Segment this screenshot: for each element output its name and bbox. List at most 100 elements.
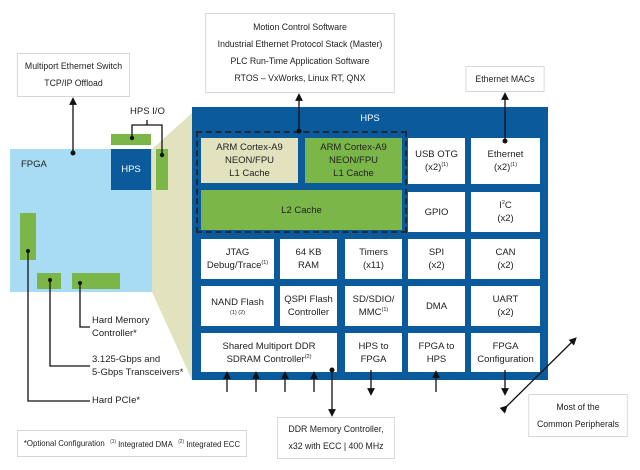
jtag-line2: Debug/Trace(1) (207, 259, 268, 272)
can-cell: CAN (x2) (471, 239, 540, 279)
cpu1-line3: L1 Cache (333, 168, 374, 179)
fpga-to-hps-cell: FPGA to HPS (408, 333, 465, 372)
spi-line2: (x2) (428, 260, 445, 271)
callout-hard-pcie: Hard PCIe* (92, 395, 141, 406)
callout-transceivers-line1: 3.125-Gbps and (92, 354, 161, 365)
nand-line1: NAND Flash (211, 296, 264, 308)
l2-cache: L2 Cache (201, 190, 402, 230)
can-line2: (x2) (497, 260, 514, 271)
hps-io-label: HPS I/O (130, 106, 165, 117)
sd-line1: SD/SDIO/ (352, 294, 395, 305)
i2c-cell: I2C (x2) (471, 192, 540, 232)
i2c-c: C (504, 200, 512, 211)
ethernet-macs-label: Ethernet MACs (475, 73, 535, 85)
fpga-hps-label: HPS (121, 164, 141, 175)
callout-line-pcie (27, 251, 90, 402)
cpu0-line3: L1 Cache (229, 168, 270, 179)
usb-footnote: (1) (441, 161, 449, 168)
f2h-line2: HPS (426, 353, 447, 365)
cpu-core-1: ARM Cortex-A9 NEON/FPU L1 Cache (305, 138, 402, 183)
nand-footnote: (1) (2) (230, 309, 245, 316)
callout-transceivers: 3.125-Gbps and 5-Gbps Transceivers* (92, 353, 183, 379)
ethernet-count: (x2) (493, 162, 511, 173)
peripherals-line1: Most of the (556, 401, 600, 413)
legend-dma-mark: (1) (110, 439, 116, 446)
hps-io-dot-side (159, 152, 165, 158)
sdram-line2: SDRAM Controller(2) (227, 353, 312, 366)
callout-transceivers-line2: 5-Gbps Transceivers* (92, 367, 184, 378)
spi-line1: SPI (428, 247, 445, 258)
switch-line-1: Multiport Ethernet Switch (24, 61, 123, 72)
timers-line1: Timers (359, 247, 388, 258)
cpu-cluster-boundary (196, 131, 407, 233)
jtag-text: Debug/Trace (206, 260, 262, 271)
qspi-cell: QSPI Flash Controller (280, 286, 337, 326)
gpio-label: GPIO (424, 206, 449, 218)
dma-label: DMA (425, 300, 448, 312)
cpu-core-0: ARM Cortex-A9 NEON/FPU L1 Cache (201, 138, 298, 183)
legend-dma-text: Integrated DMA (118, 438, 173, 449)
timers-cell: Timers (x11) (345, 239, 402, 279)
i2c-i: I (499, 200, 502, 211)
usb-line1: USB OTG (415, 149, 458, 160)
legend-ecc-text: Integrated ECC (186, 438, 241, 449)
peripherals-connector (499, 337, 577, 414)
uart-cell: UART (x2) (471, 286, 540, 326)
software-line-4: RTOS – VxWorks, Linux RT, QNX (234, 73, 366, 84)
legend-optional: *Optional Configuration (23, 438, 105, 448)
sdram-footnote: (2) (304, 353, 312, 360)
callout-hard-memory-line1: Hard Memory (92, 315, 150, 326)
nand-cell: NAND Flash (1) (2) (201, 286, 274, 326)
qspi-line1: QSPI Flash (284, 294, 333, 305)
ram-line1: 64 KB (295, 247, 322, 258)
dma-cell: DMA (408, 286, 465, 326)
h2f-line2: FPGA (360, 353, 387, 365)
cpu1-line1: ARM Cortex-A9 (320, 142, 387, 153)
legend-ecc-mark: (2) (178, 439, 185, 446)
hps-io-dot-top (129, 135, 135, 141)
ethernet-cell: Ethernet (x2)(1) (471, 138, 540, 184)
switch-dot (70, 150, 76, 156)
cpu0-line2: NEON/FPU (224, 155, 275, 166)
callout-line-mem (79, 283, 90, 328)
hard-memory-block (72, 273, 120, 289)
software-line-1: Motion Control Software (253, 22, 347, 33)
callout-line-xcvr (49, 280, 90, 367)
cpu1-line2: NEON/FPU (328, 155, 379, 166)
sd-text: MMC (358, 307, 382, 318)
sdram-line1: Shared Multiport DDR (222, 340, 316, 352)
callout-hard-memory: Hard Memory Controller* (92, 314, 150, 340)
l2-cache-label: L2 Cache (281, 204, 322, 216)
ddr-line2: x32 with ECC | 400 MHz (288, 441, 384, 452)
can-line1: CAN (495, 247, 516, 258)
jtag-footnote: (1) (261, 259, 269, 266)
gpio-cell: GPIO (408, 192, 465, 232)
usb-line2: (x2)(1) (425, 161, 448, 174)
sd-line2: MMC(1) (359, 306, 388, 319)
software-line-3: PLC Run-Time Application Software (230, 56, 370, 67)
xcvr-dot (48, 278, 52, 282)
i2c-count: (x2) (497, 213, 514, 224)
uart-line1: UART (492, 294, 519, 305)
i2c-sup: 2 (501, 199, 505, 206)
fpga-label: FPGA (21, 159, 47, 170)
switch-line-2: TCP/IP Offload (44, 78, 103, 89)
usb-count: (x2) (424, 162, 442, 173)
software-line-2: Industrial Ethernet Protocol Stack (Mast… (217, 39, 383, 50)
legend-box: *Optional Configuration (1) Integrated D… (17, 430, 247, 457)
sdram-text: SDRAM Controller (226, 353, 305, 365)
ethernet-footnote: (1) (510, 161, 518, 168)
legend-dma: (1) Integrated DMA (110, 434, 173, 453)
cpu0-line1: ARM Cortex-A9 (216, 142, 283, 153)
hard-pcie-block (20, 213, 36, 260)
ethernet-line2: (x2)(1) (494, 161, 517, 174)
sd-cell: SD/SDIO/ MMC(1) (345, 286, 402, 326)
h2f-line1: HPS to (358, 340, 389, 352)
peripherals-line2: Common Peripherals (536, 418, 620, 430)
callout-hard-memory-line2: Controller* (92, 328, 137, 339)
legend-ecc: (2) Integrated ECC (178, 434, 240, 453)
hps-io-bar-side (156, 149, 168, 190)
uart-line2: (x2) (497, 307, 514, 318)
fpga-hps-block: HPS (111, 149, 151, 190)
